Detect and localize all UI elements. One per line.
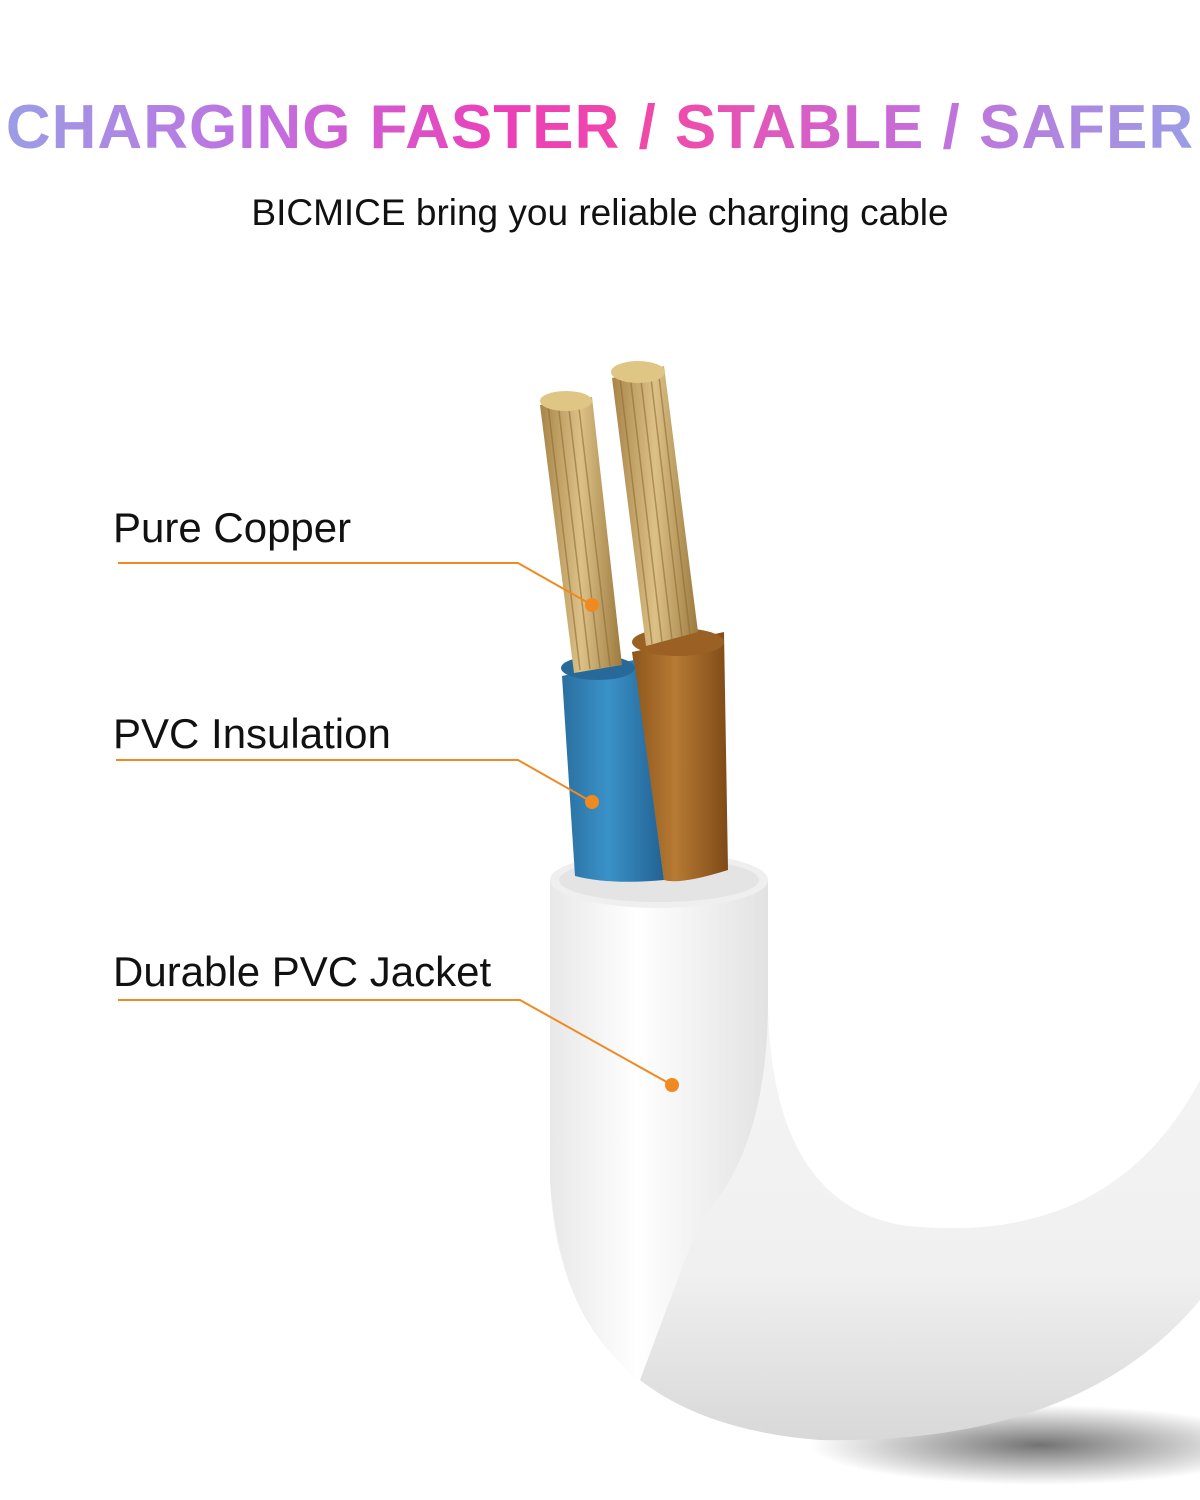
callout-dot-insulation [585,795,599,809]
callout-label-jacket: Durable PVC Jacket [113,948,492,995]
callout-dot-jacket [665,1078,679,1092]
callout-dot-copper [585,598,599,612]
callout-label-insulation: PVC Insulation [113,710,391,757]
copper-end-blue [540,391,592,411]
headline: CHARGING FASTER / STABLE / SAFER [0,92,1200,163]
callout-label-copper: Pure Copper [113,504,352,551]
copper-strands-blue [540,397,622,673]
blue-insulation [562,660,664,882]
copper-strands-brown [612,366,698,646]
callout-line-copper [118,562,593,606]
subheadline: BICMICE bring you reliable charging cabl… [251,192,949,233]
brown-insulation [632,632,728,882]
copper-end-brown [611,361,665,383]
jacket-front [550,880,768,1380]
callout-line-insulation [116,759,593,803]
callout-line-jacket [118,999,673,1086]
